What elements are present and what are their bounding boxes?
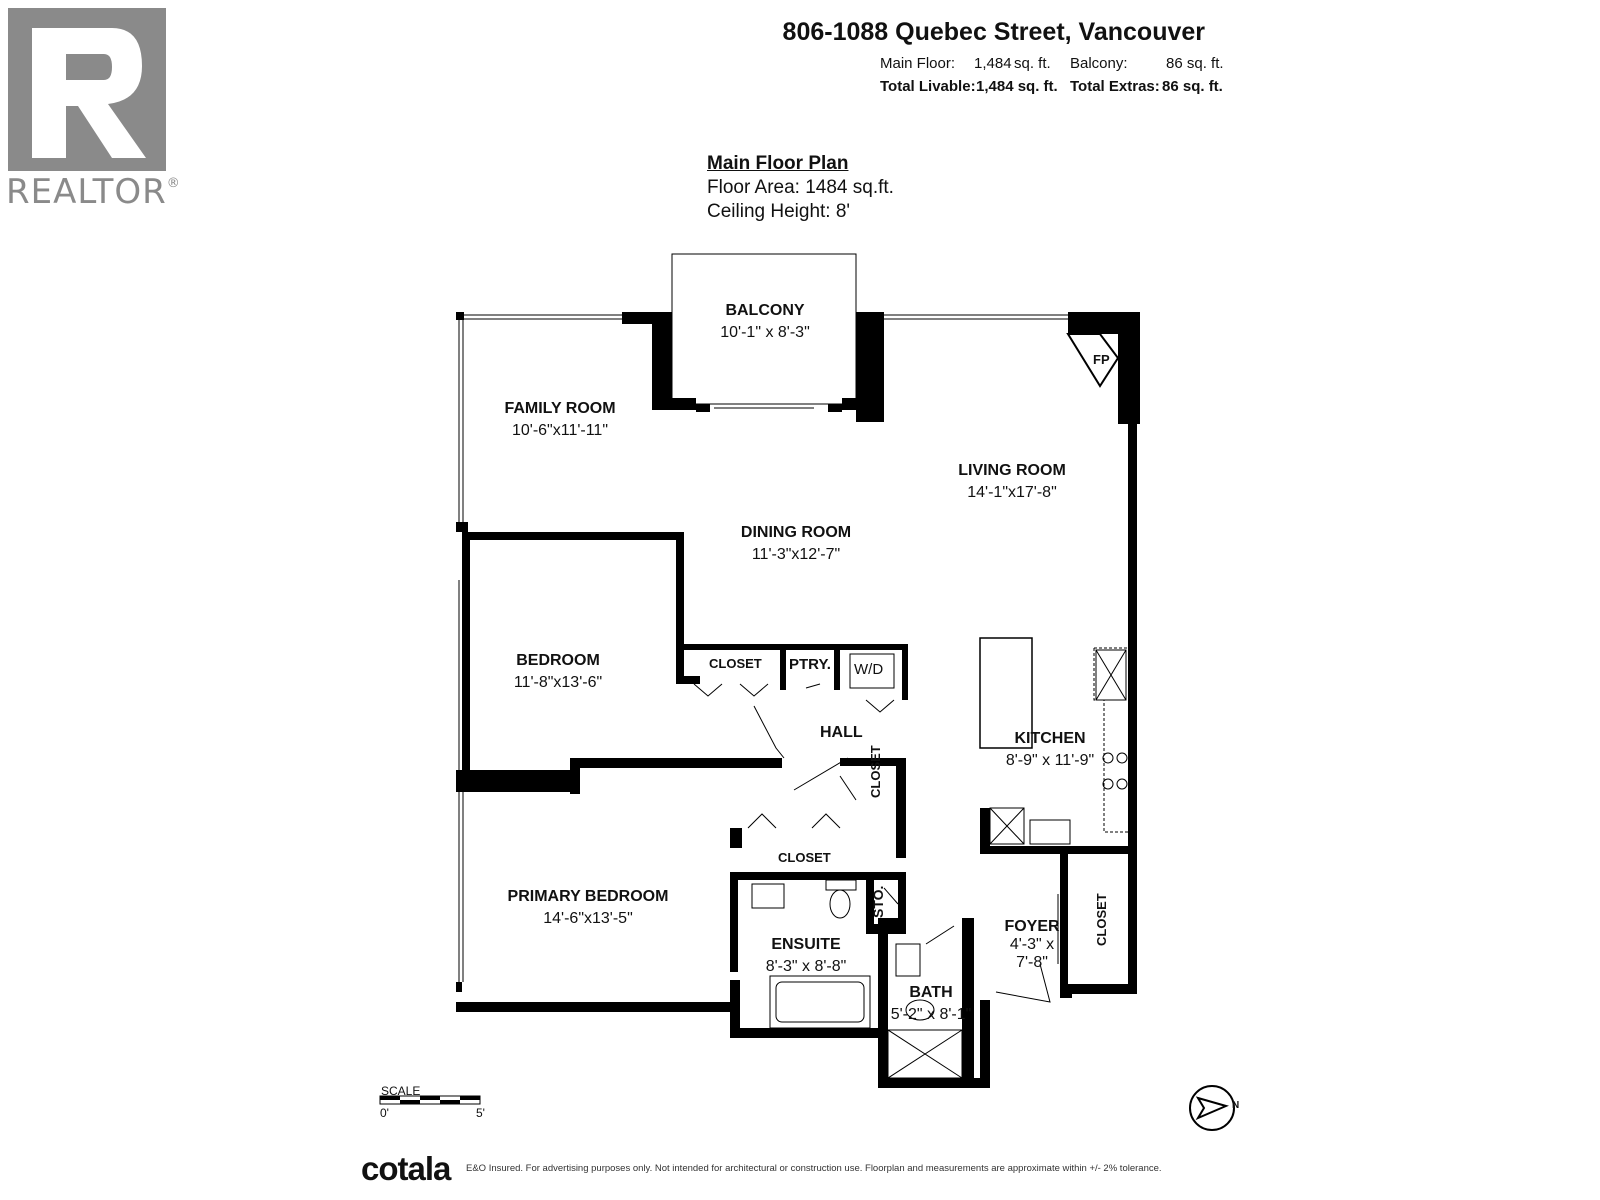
ceiling-height: Ceiling Height: 8' bbox=[707, 201, 851, 222]
hall-label: HALL bbox=[820, 724, 863, 741]
scale-start: 0' bbox=[380, 1106, 389, 1120]
scale-end: 5' bbox=[476, 1106, 485, 1120]
disclaimer: E&O Insured. For advertising purposes on… bbox=[466, 1163, 1162, 1174]
walls bbox=[456, 312, 1140, 1088]
main-floor-label: Main Floor: bbox=[880, 55, 956, 72]
realtor-wordmark: REALTOR® bbox=[6, 172, 181, 212]
fireplace-label: FP bbox=[1093, 352, 1110, 367]
plan-title: Main Floor Plan bbox=[707, 153, 849, 174]
property-address: 806-1088 Quebec Street, Vancouver bbox=[782, 18, 1205, 46]
realtor-logo bbox=[8, 8, 166, 171]
cotala-logo: cotala bbox=[361, 1150, 451, 1187]
washer-dryer-label: W/D bbox=[854, 661, 884, 678]
total-extras-value: 86 sq. ft. bbox=[1162, 78, 1223, 95]
main-floor-unit: sq. ft. bbox=[1014, 55, 1051, 72]
total-livable-label: Total Livable: bbox=[880, 78, 976, 95]
windows bbox=[458, 253, 1128, 1079]
north-arrow-icon bbox=[1189, 1085, 1235, 1131]
plan-heading: Main Floor Plan Floor Area: 1484 sq.ft. … bbox=[707, 152, 894, 224]
main-floor-value: 1,484 bbox=[974, 55, 1012, 72]
balcony-label: Balcony: bbox=[1070, 55, 1128, 72]
scale-bar bbox=[379, 1095, 481, 1105]
scale-label: SCALE bbox=[381, 1084, 421, 1098]
north-letter: N bbox=[1232, 1100, 1240, 1111]
closet-primary-side-label: CLOSET bbox=[868, 745, 883, 798]
balcony-value: 86 sq. ft. bbox=[1166, 55, 1224, 72]
closet-primary-label: CLOSET bbox=[778, 850, 831, 865]
closet-foyer-label: CLOSET bbox=[1094, 893, 1109, 946]
floor-area: Floor Area: 1484 sq.ft. bbox=[707, 177, 894, 198]
total-livable-value: 1,484 sq. ft. bbox=[976, 78, 1058, 95]
storage-label: STO. bbox=[870, 885, 886, 918]
total-extras-label: Total Extras: bbox=[1070, 78, 1160, 95]
pantry-label: PTRY. bbox=[789, 656, 831, 673]
closet-hall-label: CLOSET bbox=[709, 656, 762, 671]
